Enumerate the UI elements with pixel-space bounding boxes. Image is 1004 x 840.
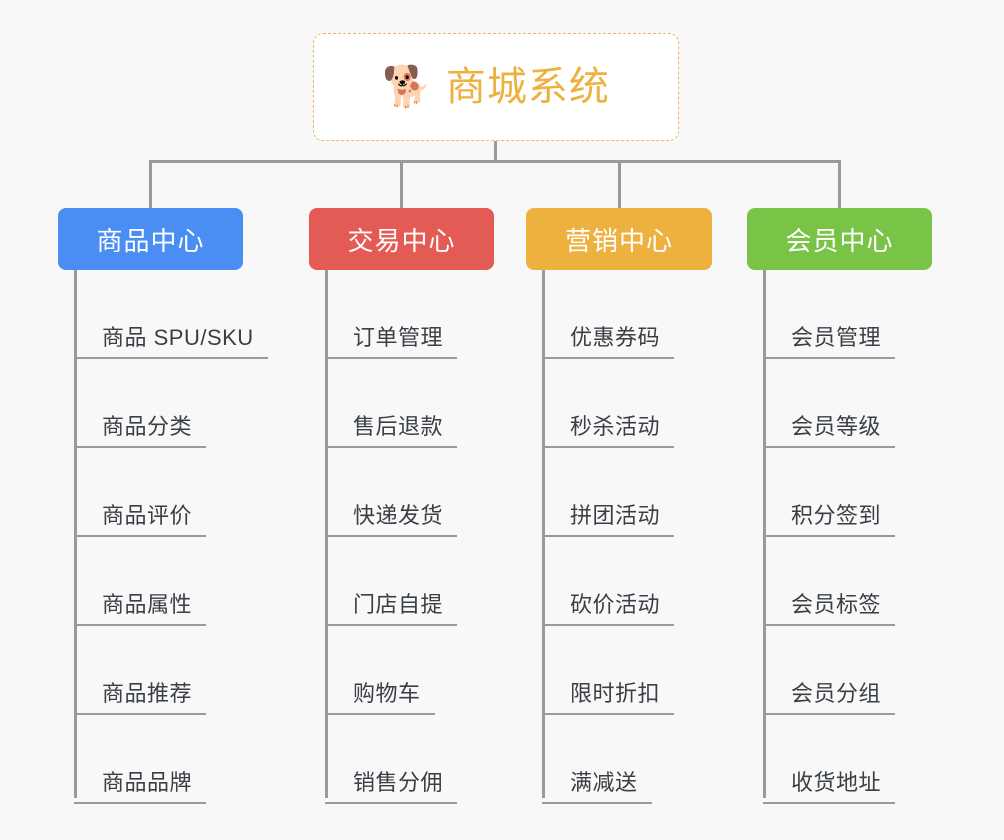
leaf-item[interactable]: 售后退款 (325, 359, 494, 448)
leaf-label: 满减送 (542, 770, 652, 804)
leaf-label: 会员等级 (763, 414, 896, 448)
shiba-dog-face-icon: 🐕 (382, 65, 432, 109)
leaf-item[interactable]: 会员标签 (763, 537, 932, 626)
leaf-label: 限时折扣 (542, 681, 675, 715)
branch-header-4[interactable]: 会员中心 (747, 208, 932, 270)
root-node[interactable]: 🐕 商城系统 (313, 33, 679, 141)
leaf-label: 会员分组 (763, 681, 896, 715)
leaf-label: 门店自提 (325, 592, 458, 626)
leaf-item[interactable]: 会员分组 (763, 626, 932, 715)
branch-header-2[interactable]: 交易中心 (309, 208, 494, 270)
leaf-item[interactable]: 订单管理 (325, 270, 494, 359)
leaf-label: 售后退款 (325, 414, 458, 448)
branch-title-2: 交易中心 (347, 225, 456, 256)
branch-title-4: 会员中心 (785, 225, 894, 256)
leaf-label: 订单管理 (325, 325, 458, 359)
leaf-label: 商品 SPU/SKU (74, 325, 268, 359)
root-title: 商城系统 (445, 65, 610, 109)
leaf-list-1: 商品 SPU/SKU 商品分类 商品评价 商品属性 商品推荐 商品品牌 (58, 270, 268, 804)
leaf-label: 销售分佣 (325, 770, 458, 804)
leaf-item[interactable]: 商品品牌 (74, 715, 268, 804)
leaf-label: 商品分类 (74, 414, 207, 448)
leaf-item[interactable]: 会员等级 (763, 359, 932, 448)
connector-drop-4 (838, 160, 841, 208)
leaf-list-2: 订单管理 售后退款 快递发货 门店自提 购物车 销售分佣 (309, 270, 494, 804)
branch-column-4: 会员中心 会员管理 会员等级 积分签到 会员标签 会员分组 收货地址 (747, 208, 932, 804)
branch-header-1[interactable]: 商品中心 (58, 208, 243, 270)
branch-title-3: 营销中心 (564, 225, 673, 256)
branch-column-2: 交易中心 订单管理 售后退款 快递发货 门店自提 购物车 销售分佣 (309, 208, 494, 804)
leaf-item[interactable]: 销售分佣 (325, 715, 494, 804)
leaf-label: 商品评价 (74, 503, 207, 537)
branch-column-3: 营销中心 优惠券码 秒杀活动 拼团活动 砍价活动 限时折扣 满减送 (526, 208, 712, 804)
connector-drop-3 (618, 160, 621, 208)
leaf-item[interactable]: 商品属性 (74, 537, 268, 626)
leaf-item[interactable]: 门店自提 (325, 537, 494, 626)
branch-column-1: 商品中心 商品 SPU/SKU 商品分类 商品评价 商品属性 商品推荐 商品品牌 (58, 208, 268, 804)
leaf-item[interactable]: 商品分类 (74, 359, 268, 448)
leaf-item[interactable]: 优惠券码 (542, 270, 712, 359)
leaf-label: 商品品牌 (74, 770, 207, 804)
leaf-item[interactable]: 快递发货 (325, 448, 494, 537)
leaf-label: 优惠券码 (542, 325, 675, 359)
leaf-item[interactable]: 会员管理 (763, 270, 932, 359)
leaf-label: 会员标签 (763, 592, 896, 626)
leaf-item[interactable]: 限时折扣 (542, 626, 712, 715)
leaf-label: 商品推荐 (74, 681, 207, 715)
connector-root-stem (494, 141, 497, 163)
leaf-label: 积分签到 (763, 503, 896, 537)
leaf-list-4: 会员管理 会员等级 积分签到 会员标签 会员分组 收货地址 (747, 270, 932, 804)
leaf-list-3: 优惠券码 秒杀活动 拼团活动 砍价活动 限时折扣 满减送 (526, 270, 712, 804)
leaf-item[interactable]: 商品推荐 (74, 626, 268, 715)
connector-drop-2 (400, 160, 403, 208)
branch-header-3[interactable]: 营销中心 (526, 208, 712, 270)
leaf-label: 会员管理 (763, 325, 896, 359)
leaf-item[interactable]: 秒杀活动 (542, 359, 712, 448)
leaf-label: 快递发货 (325, 503, 458, 537)
leaf-label: 砍价活动 (542, 592, 675, 626)
connector-drop-1 (149, 160, 152, 208)
leaf-item[interactable]: 商品 SPU/SKU (74, 270, 268, 359)
leaf-item[interactable]: 购物车 (325, 626, 494, 715)
leaf-item[interactable]: 满减送 (542, 715, 712, 804)
leaf-item[interactable]: 积分签到 (763, 448, 932, 537)
leaf-item[interactable]: 商品评价 (74, 448, 268, 537)
leaf-label: 拼团活动 (542, 503, 675, 537)
leaf-item[interactable]: 砍价活动 (542, 537, 712, 626)
leaf-item[interactable]: 拼团活动 (542, 448, 712, 537)
connector-horizontal-bar (149, 160, 840, 163)
leaf-item[interactable]: 收货地址 (763, 715, 932, 804)
branch-title-1: 商品中心 (96, 225, 205, 256)
leaf-label: 商品属性 (74, 592, 207, 626)
leaf-label: 秒杀活动 (542, 414, 675, 448)
leaf-label: 收货地址 (763, 770, 896, 804)
leaf-label: 购物车 (325, 681, 435, 715)
